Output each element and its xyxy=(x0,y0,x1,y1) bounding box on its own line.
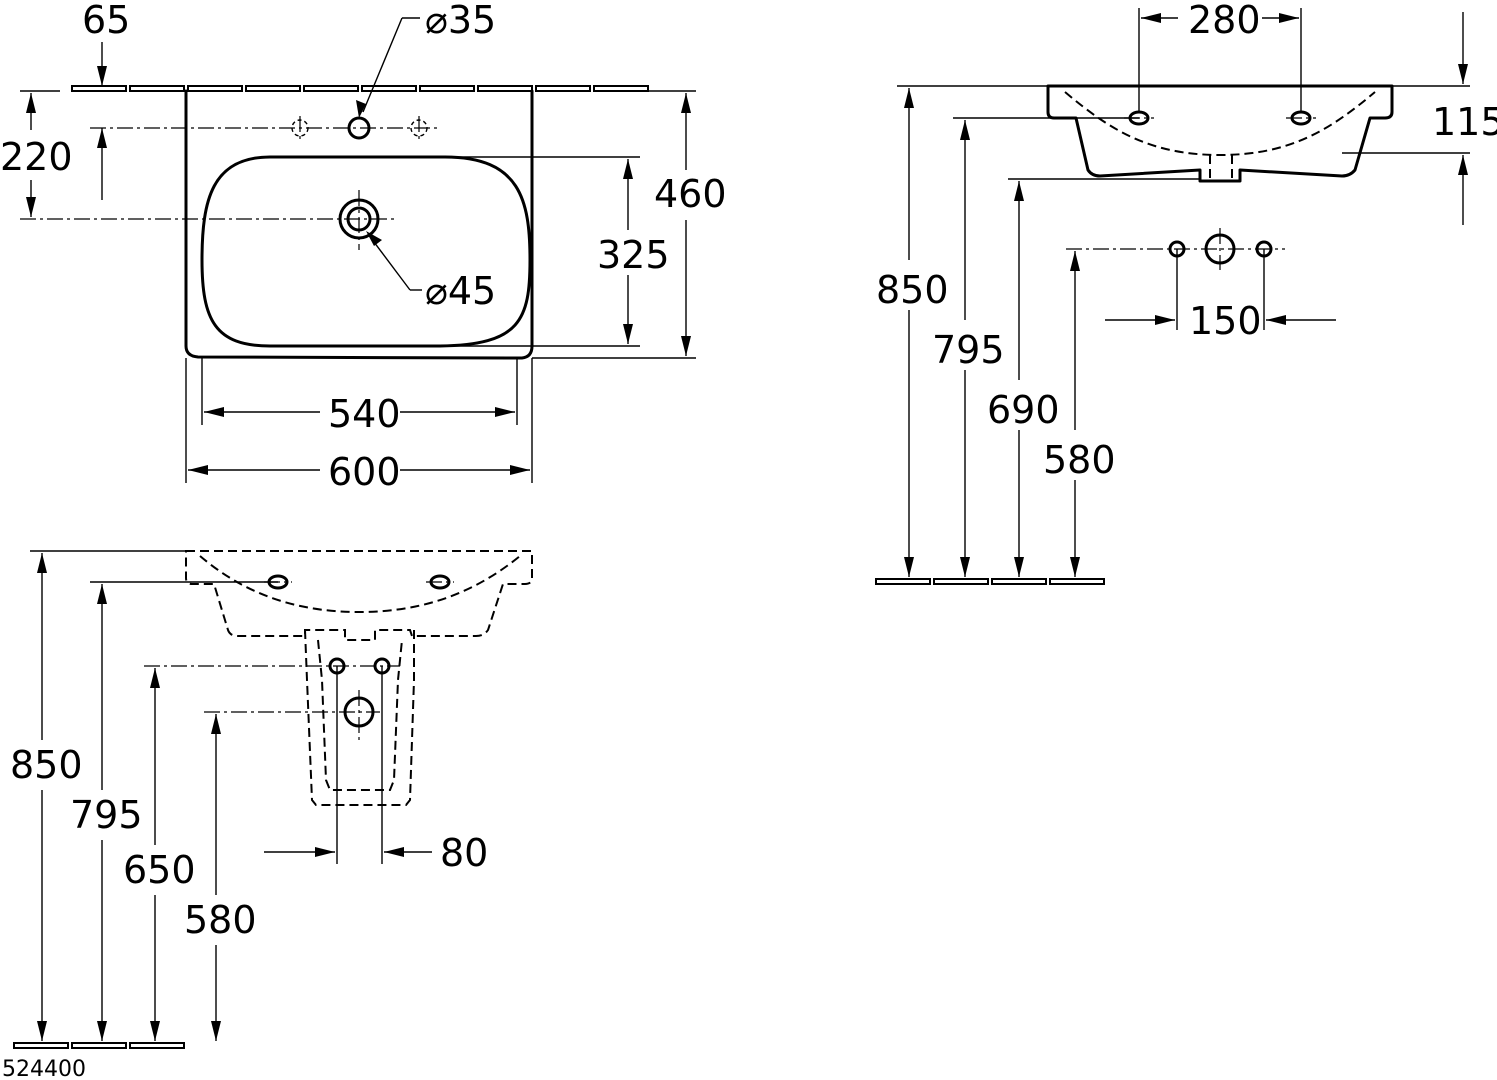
bowl-width-label: 540 xyxy=(328,392,401,436)
side-view-basin xyxy=(1046,84,1394,183)
supply-spacing-label: 150 xyxy=(1189,299,1262,343)
front-view-basin xyxy=(185,550,533,641)
side-rim-height-label: 850 xyxy=(876,268,949,312)
top-view-basin-outline xyxy=(184,89,534,360)
wall-offset-label: 65 xyxy=(82,0,130,42)
pedestal xyxy=(304,629,415,806)
front-waste-height-label: 580 xyxy=(184,898,257,942)
overflow-spacing-label: 280 xyxy=(1188,0,1261,42)
top-view-wall xyxy=(71,85,649,92)
side-overflow-height-label: 795 xyxy=(932,328,1005,372)
front-view-floor xyxy=(13,1042,185,1049)
front-supply-spacing-label: 80 xyxy=(440,831,488,875)
basin-height-label: 115 xyxy=(1432,100,1497,144)
front-overflow-height-label: 795 xyxy=(70,793,143,837)
overflow-diameter-label: ⌀45 xyxy=(425,269,496,313)
tap-hole-diameter-label: ⌀35 xyxy=(425,0,496,42)
total-depth-label: 460 xyxy=(654,172,727,216)
top-view-bowl xyxy=(200,155,532,348)
top-view: ⌀35 ⌀45 65 220 325 460 540 xyxy=(0,0,727,494)
front-rim-height-label: 850 xyxy=(10,743,83,787)
outlet-height-label: 690 xyxy=(987,388,1060,432)
product-code: 524400 xyxy=(2,1057,86,1080)
total-width-label: 600 xyxy=(328,450,401,494)
front-view: 850 795 650 580 80 524400 xyxy=(2,550,533,1080)
front-supply-height-label: 650 xyxy=(123,848,196,892)
bowl-depth-label: 325 xyxy=(597,233,670,277)
tap-hole-depth-label: 220 xyxy=(0,135,73,179)
side-view-floor xyxy=(875,578,1105,585)
side-view: 280 115 850 795 690 580 150 xyxy=(875,0,1497,585)
side-supply-height-label: 580 xyxy=(1043,438,1116,482)
